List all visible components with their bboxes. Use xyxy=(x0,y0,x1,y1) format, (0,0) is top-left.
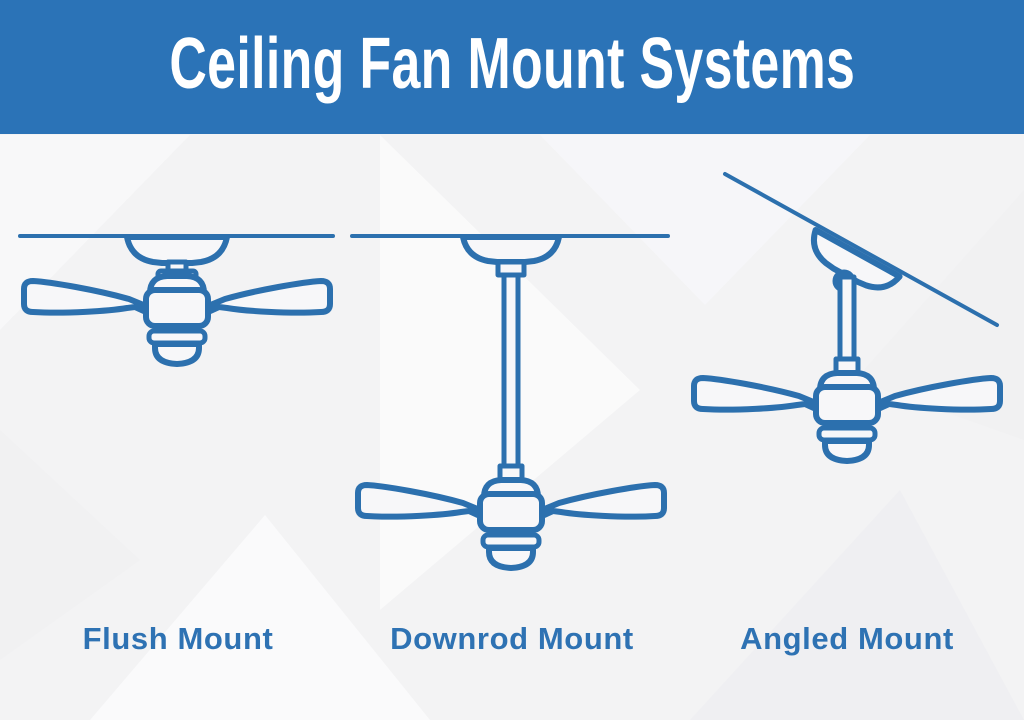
label-angled-mount: Angled Mount xyxy=(740,621,954,656)
sloped-ceiling-line xyxy=(723,172,999,327)
page-title: Ceiling Fan Mount Systems xyxy=(169,24,855,104)
header-banner: Ceiling Fan Mount Systems xyxy=(0,0,1024,134)
canopy xyxy=(124,234,230,266)
downrod-mount-fan-icon xyxy=(350,234,670,568)
canopy xyxy=(460,234,562,265)
downrod xyxy=(501,272,521,470)
label-flush-mount: Flush Mount xyxy=(82,621,274,656)
flush-mount-fan-icon xyxy=(18,234,335,364)
angled-canopy xyxy=(810,226,903,291)
label-downrod-mount: Downrod Mount xyxy=(390,621,634,656)
downrod xyxy=(837,274,857,364)
angled-mount-fan-icon xyxy=(694,172,1000,461)
